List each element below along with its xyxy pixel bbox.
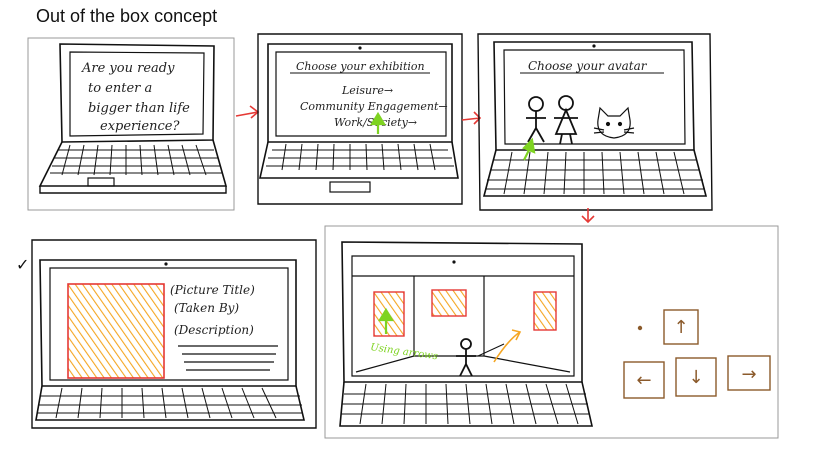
panel-1-frame <box>27 37 235 211</box>
page-title: Out of the box concept <box>36 6 218 26</box>
picture-placeholder <box>67 283 165 379</box>
exhibition-option-leisure[interactable]: Leisure→ <box>341 84 393 97</box>
arrow-key-up-glyph: ↑ <box>673 317 688 338</box>
picture-details: (Picture Title) (Taken By) (Description) <box>170 283 259 337</box>
flow-arrow-1 <box>235 105 260 119</box>
panel-1-line: Are you ready <box>81 61 175 76</box>
stick-figure-woman-icon[interactable] <box>554 95 578 145</box>
avatar-stick-figure-icon <box>456 338 476 377</box>
arrow-key-right[interactable] <box>727 355 771 391</box>
laptop-2 <box>259 43 459 193</box>
panel-5-frame <box>324 225 779 439</box>
pointer-line <box>477 343 505 357</box>
gallery-room <box>352 275 574 373</box>
checkmark: ✓ <box>16 255 29 274</box>
panel-1-line: bigger than life <box>88 101 190 116</box>
gallery-picture-center[interactable] <box>431 289 467 317</box>
arrow-key-down-glyph: ↓ <box>688 367 703 388</box>
arrow-key-right-glyph: → <box>741 364 756 385</box>
panel-1-line: to enter a <box>88 81 152 96</box>
panel-2-header: Choose your exhibition <box>296 60 425 73</box>
picture-title-label: (Picture Title) <box>170 283 255 297</box>
picture-author-label: (Taken By) <box>174 301 239 315</box>
panel-4-frame <box>31 239 317 429</box>
arrow-key-down[interactable] <box>675 357 717 397</box>
using-arrows-note: Using arrows <box>370 342 439 362</box>
laptop-1 <box>38 43 228 194</box>
laptop-4 <box>35 259 306 421</box>
arrow-keys <box>623 309 771 399</box>
green-cursor-arrow-icon <box>378 307 394 334</box>
laptop-3 <box>482 41 708 197</box>
laptop-5 <box>339 241 594 427</box>
picture-description-label: (Description) <box>174 323 254 337</box>
green-cursor-arrow-icon <box>522 137 536 161</box>
description-lines <box>178 345 278 371</box>
gallery-picture-left[interactable] <box>373 291 405 337</box>
green-cursor-arrow-icon <box>370 111 386 134</box>
arrow-key-left[interactable] <box>623 361 665 399</box>
arrow-key-up[interactable] <box>663 309 699 345</box>
panel-1-line: experience? <box>100 119 180 134</box>
panel-1-prompt: Are you ready to enter a bigger than lif… <box>81 61 194 134</box>
cat-icon[interactable] <box>593 106 635 139</box>
panel-3-frame <box>477 33 713 211</box>
flow-arrow-3 <box>581 208 595 224</box>
panel-3-header: Choose your avatar <box>528 59 648 73</box>
movement-arrow-icon <box>493 329 522 363</box>
stick-figure-man-icon[interactable] <box>526 96 546 143</box>
panel-2-frame <box>257 33 463 205</box>
flow-arrow-2 <box>461 111 482 125</box>
gallery-picture-right[interactable] <box>533 291 557 331</box>
arrow-key-left-glyph: ← <box>636 370 651 391</box>
exhibition-option-community[interactable]: Community Engagement→ <box>300 100 448 113</box>
